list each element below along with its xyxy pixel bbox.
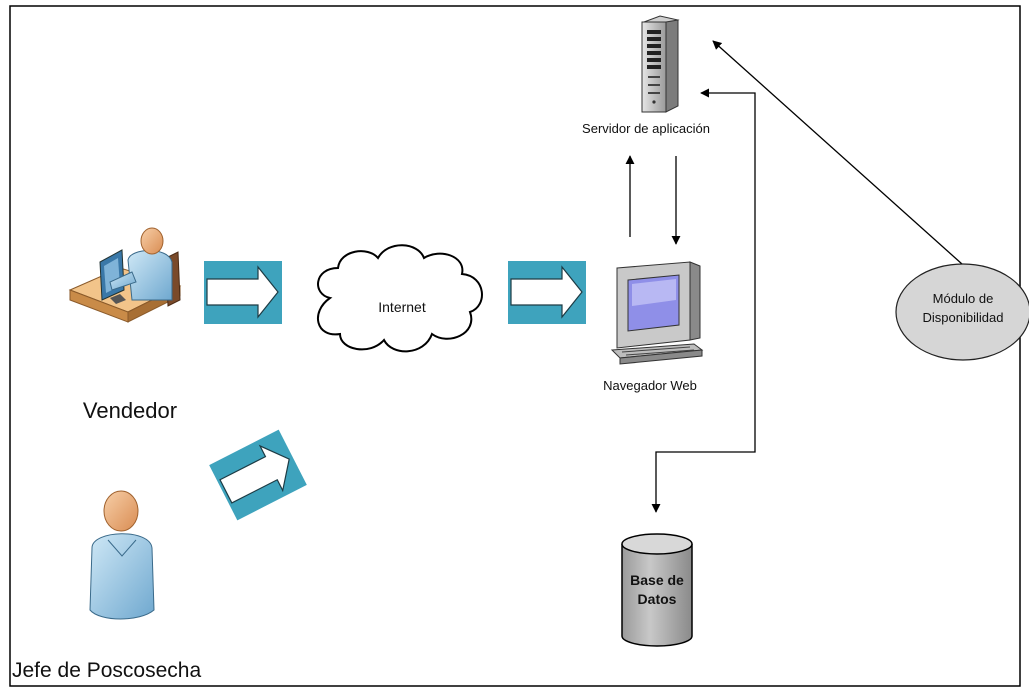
module-to-server-arrow — [712, 40, 963, 265]
flow-arrow-jefe — [209, 429, 307, 521]
flow-arrow-vendedor-internet — [204, 261, 282, 324]
application-server-icon — [641, 15, 680, 113]
person-icon — [89, 490, 155, 620]
browser-label: Navegador Web — [603, 378, 697, 393]
frame-border — [9, 5, 1021, 687]
database-label-line1: Base de — [630, 572, 684, 588]
module-ellipse — [895, 263, 1029, 361]
flow-arrow-internet-browser — [508, 261, 586, 324]
server-database-connector — [651, 88, 756, 513]
jefe-label: Jefe de Poscosecha — [12, 659, 201, 682]
database-icon — [621, 533, 693, 647]
internet-label: Internet — [378, 299, 426, 315]
database-label-line2: Datos — [638, 591, 677, 607]
vendedor-label: Vendedor — [83, 398, 177, 423]
cloud-icon — [317, 244, 483, 353]
module-label-line1: Módulo de — [933, 291, 994, 306]
server-label: Servidor de aplicación — [582, 121, 710, 136]
computer-icon — [610, 261, 704, 365]
person-at-desk-icon — [68, 227, 182, 323]
module-label-line2: Disponibilidad — [923, 310, 1004, 325]
